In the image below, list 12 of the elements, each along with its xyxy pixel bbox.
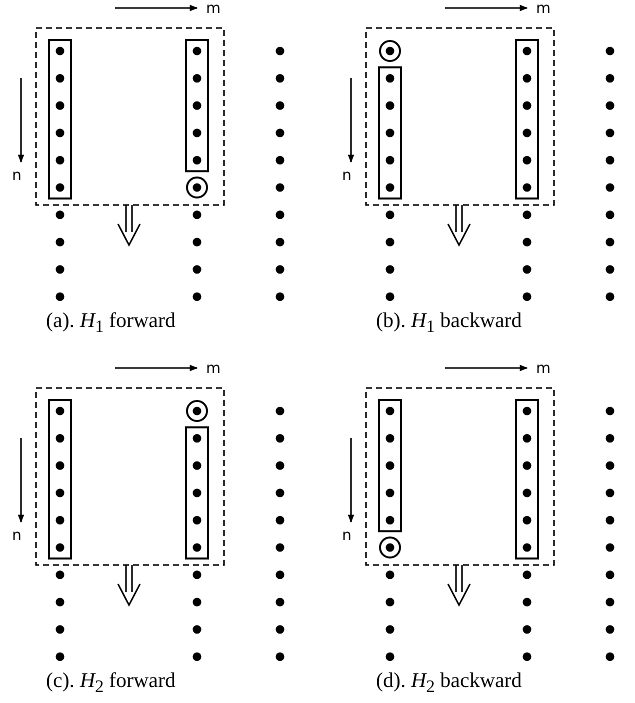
axis-label: n [342,528,352,543]
panel-caption: (b). H$_{1}$ backward [376,310,522,336]
axis-label: n [12,168,22,183]
axis-label: m [536,1,551,16]
panel-caption: (c). H$_{2}$ forward [46,670,176,696]
axis-label: n [12,528,22,543]
axis-label: n [342,168,352,183]
axis-label: m [206,361,221,376]
axis-label: m [536,361,551,376]
panel-caption: (a). H$_{1}$ forward [46,310,176,336]
axis-label: m [206,1,221,16]
panel-caption: (d). H$_{2}$ backward [376,670,522,696]
